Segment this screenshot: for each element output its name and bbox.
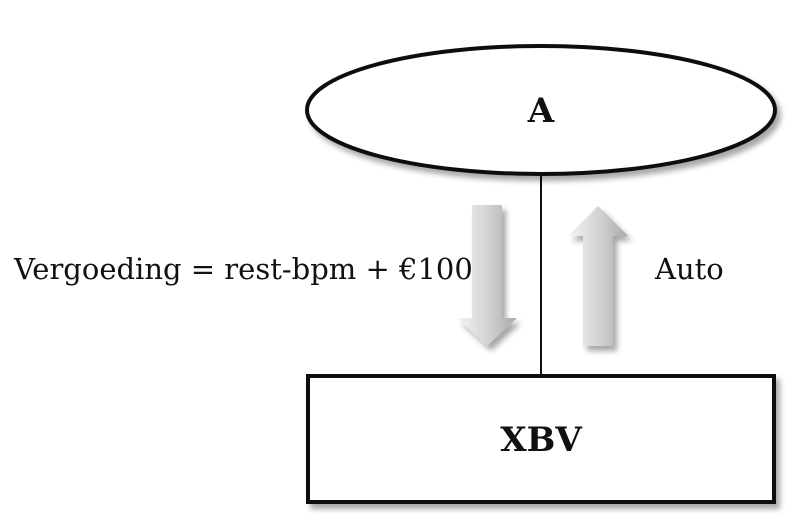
- top-node-shape: [305, 44, 777, 176]
- up-arrow-shape: [568, 206, 628, 346]
- up-flow-label: Auto: [654, 252, 724, 286]
- top-node: [305, 44, 777, 176]
- top-node-label: A: [527, 91, 555, 131]
- down-arrow-shape: [457, 205, 517, 346]
- down-arrow: [457, 205, 517, 346]
- down-flow-label: Vergoeding = rest-bpm + €100: [13, 252, 473, 286]
- bottom-node-label: XBV: [500, 420, 582, 460]
- bottom-node-shape: [306, 374, 776, 504]
- up-arrow: [568, 206, 628, 346]
- bottom-node: [306, 374, 776, 504]
